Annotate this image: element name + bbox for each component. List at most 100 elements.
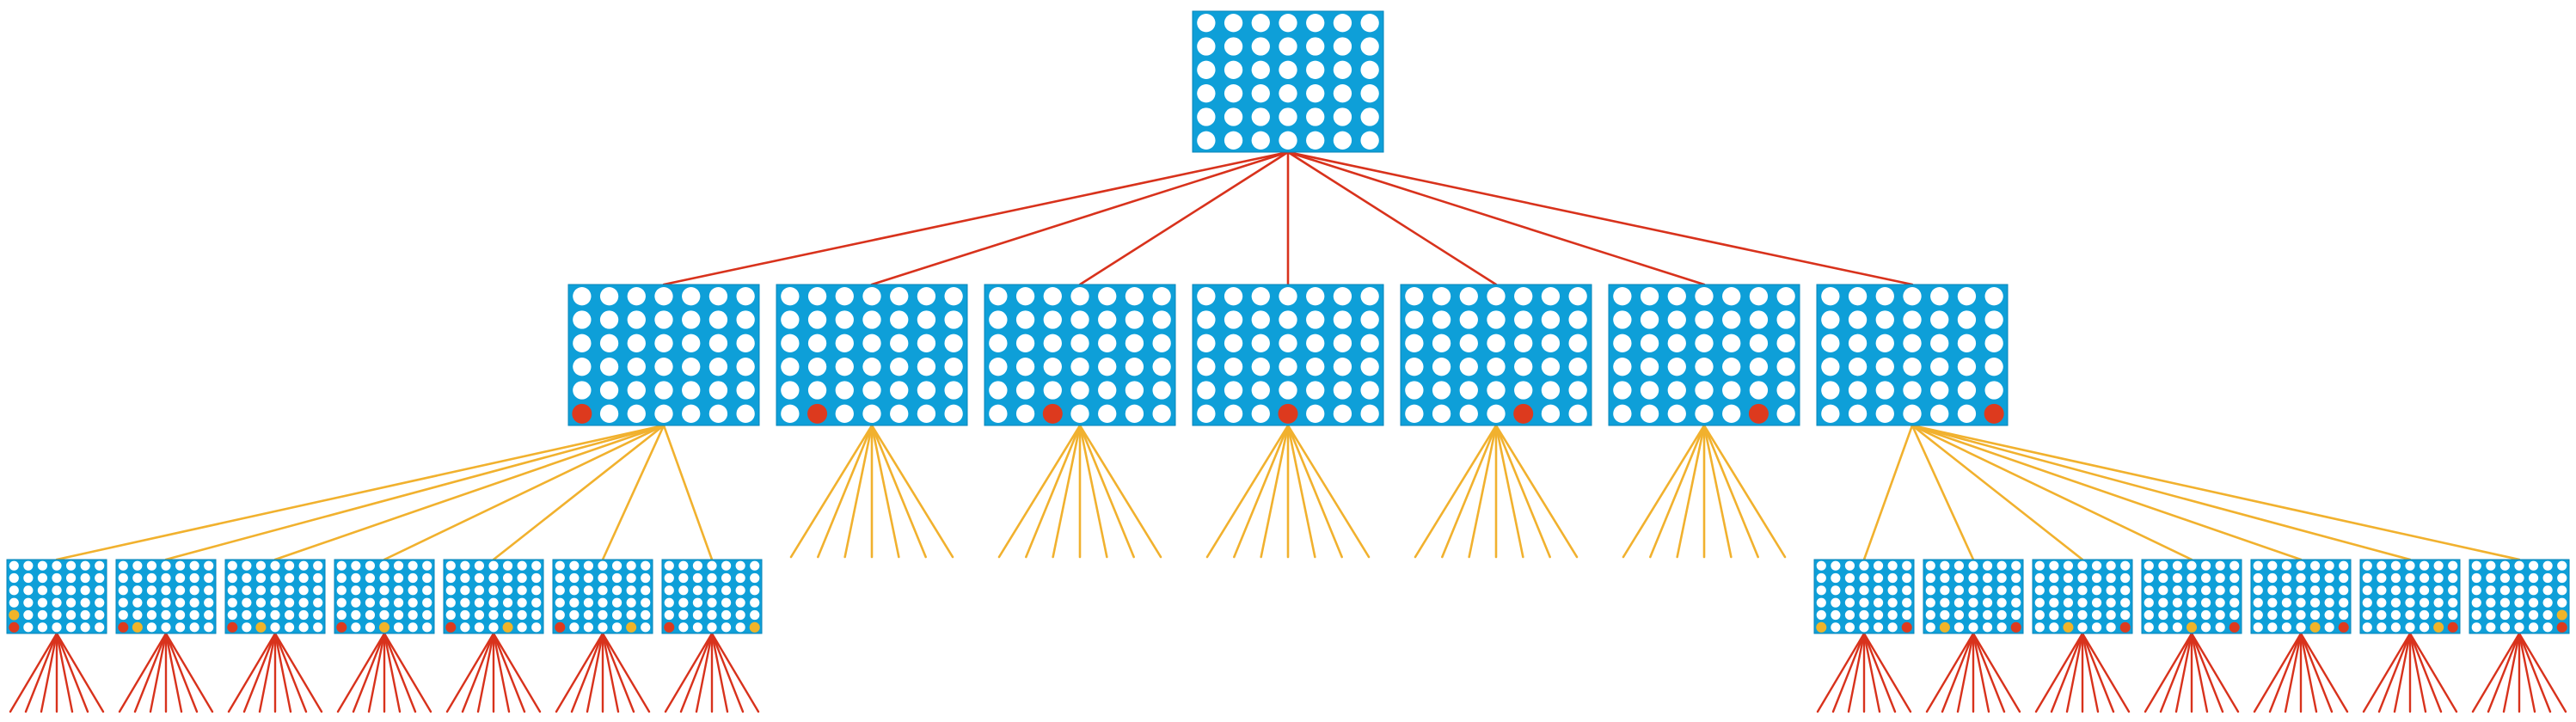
empty-hole bbox=[555, 597, 565, 608]
empty-hole bbox=[750, 609, 760, 621]
empty-hole bbox=[189, 560, 199, 571]
empty-hole bbox=[2339, 572, 2349, 584]
empty-hole bbox=[2034, 585, 2045, 596]
empty-hole bbox=[1984, 358, 2003, 376]
empty-hole bbox=[1816, 585, 1826, 596]
fan-yellow-4-3 bbox=[1260, 424, 1290, 559]
empty-hole bbox=[1848, 333, 1868, 352]
empty-hole bbox=[944, 404, 963, 423]
empty-hole bbox=[1749, 333, 1769, 352]
fan-red-11-3 bbox=[2174, 632, 2193, 713]
empty-hole bbox=[2339, 597, 2349, 608]
empty-hole bbox=[1776, 381, 1795, 400]
red-piece bbox=[572, 403, 592, 424]
empty-hole bbox=[298, 622, 309, 633]
fan-red-12-6 bbox=[2299, 632, 2334, 713]
empty-hole bbox=[736, 333, 755, 352]
fan-yellow-5-5 bbox=[1494, 424, 1524, 559]
empty-hole bbox=[1667, 333, 1686, 352]
empty-hole bbox=[1925, 597, 1935, 608]
empty-hole bbox=[1125, 287, 1144, 306]
fan-yellow-2-7 bbox=[870, 424, 954, 559]
empty-hole bbox=[664, 572, 674, 584]
fan-red-4-1 bbox=[336, 632, 386, 713]
empty-hole bbox=[37, 609, 48, 621]
empty-hole bbox=[1640, 310, 1659, 329]
fan-red-9-5 bbox=[1972, 632, 1990, 713]
empty-hole bbox=[1982, 597, 1993, 608]
empty-hole bbox=[611, 622, 623, 633]
empty-hole bbox=[1776, 333, 1795, 352]
empty-hole bbox=[1459, 333, 1478, 352]
empty-hole bbox=[146, 622, 157, 633]
empty-hole bbox=[1405, 333, 1424, 352]
empty-hole bbox=[626, 560, 636, 571]
empty-hole bbox=[242, 560, 252, 571]
empty-hole bbox=[488, 560, 499, 571]
empty-hole bbox=[641, 560, 651, 571]
empty-hole bbox=[1749, 287, 1769, 306]
empty-hole bbox=[379, 609, 389, 621]
empty-hole bbox=[132, 609, 143, 621]
empty-hole bbox=[583, 597, 594, 608]
empty-hole bbox=[2433, 560, 2444, 571]
empty-hole bbox=[1306, 84, 1325, 103]
empty-hole bbox=[2106, 622, 2116, 633]
empty-hole bbox=[2542, 622, 2553, 633]
yellow-piece bbox=[626, 621, 637, 633]
board-frame bbox=[115, 559, 217, 634]
empty-hole bbox=[1667, 404, 1686, 423]
level2-left-board-5 bbox=[443, 559, 544, 634]
board-frame bbox=[1192, 10, 1384, 153]
board-frame bbox=[1608, 284, 1800, 426]
edge-level1-to-level2-right-1 bbox=[1862, 424, 1914, 561]
empty-hole bbox=[1982, 585, 1993, 596]
empty-hole bbox=[2471, 597, 2481, 608]
empty-hole bbox=[2063, 609, 2074, 621]
empty-hole bbox=[641, 572, 651, 584]
empty-hole bbox=[2267, 622, 2278, 633]
fan-red-12-5 bbox=[2299, 632, 2318, 713]
empty-hole bbox=[2215, 597, 2225, 608]
board-frame bbox=[984, 284, 1176, 426]
empty-hole bbox=[1251, 14, 1270, 33]
empty-hole bbox=[862, 310, 881, 329]
empty-hole bbox=[1197, 287, 1216, 306]
empty-hole bbox=[1640, 287, 1659, 306]
empty-hole bbox=[2362, 609, 2372, 621]
red-piece bbox=[1042, 403, 1063, 424]
board-frame bbox=[224, 559, 326, 634]
empty-hole bbox=[365, 572, 376, 584]
empty-hole bbox=[735, 572, 745, 584]
empty-hole bbox=[1251, 131, 1270, 150]
red-piece bbox=[336, 621, 347, 633]
empty-hole bbox=[23, 609, 34, 621]
empty-hole bbox=[2486, 597, 2496, 608]
empty-hole bbox=[598, 622, 608, 633]
fan-yellow-3-1 bbox=[997, 424, 1082, 559]
empty-hole bbox=[781, 333, 800, 352]
empty-hole bbox=[1015, 287, 1035, 306]
empty-hole bbox=[2486, 622, 2496, 633]
empty-hole bbox=[736, 404, 755, 423]
empty-hole bbox=[2091, 560, 2102, 571]
empty-hole bbox=[118, 572, 128, 584]
empty-hole bbox=[569, 585, 580, 596]
empty-hole bbox=[365, 597, 376, 608]
empty-hole bbox=[118, 585, 128, 596]
edge-level1-to-level2-left-5 bbox=[492, 424, 665, 561]
fan-red-10-6 bbox=[2081, 632, 2115, 713]
empty-hole bbox=[502, 597, 513, 608]
empty-hole bbox=[1224, 404, 1243, 423]
empty-hole bbox=[1070, 333, 1089, 352]
empty-hole bbox=[664, 585, 674, 596]
empty-hole bbox=[2253, 560, 2263, 571]
empty-hole bbox=[1902, 560, 1912, 571]
fan-red-2-1 bbox=[118, 632, 168, 713]
empty-hole bbox=[678, 572, 689, 584]
empty-hole bbox=[573, 358, 592, 376]
empty-hole bbox=[611, 597, 623, 608]
edge-root-to-level1-7 bbox=[1286, 150, 1914, 286]
empty-hole bbox=[835, 404, 854, 423]
empty-hole bbox=[1996, 622, 2007, 633]
